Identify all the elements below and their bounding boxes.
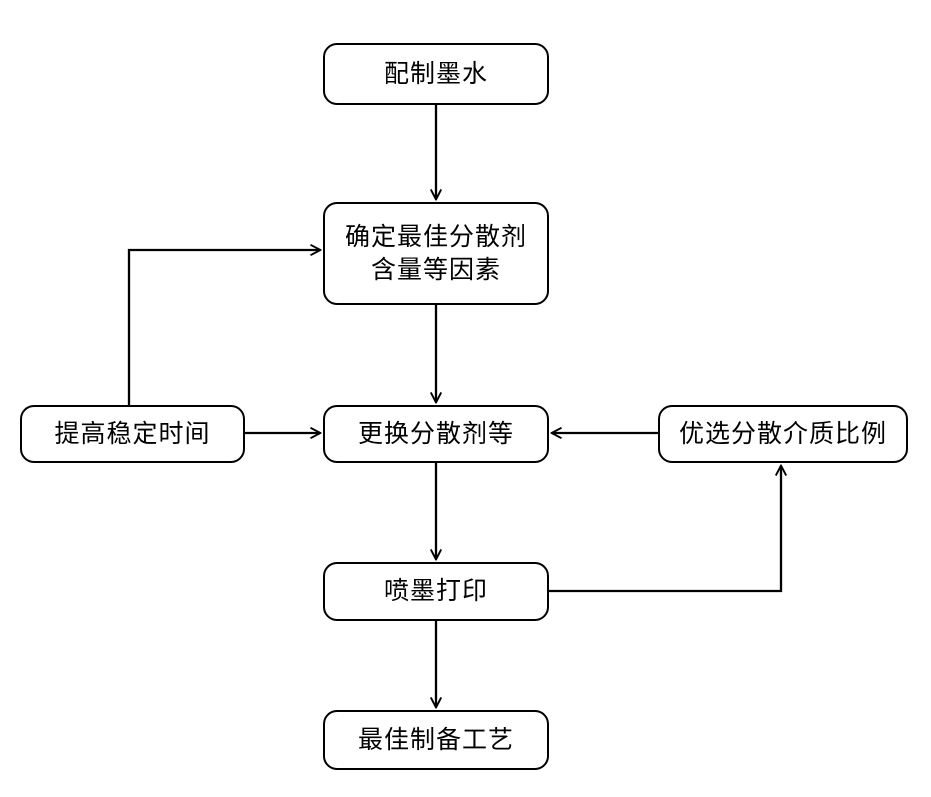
node-label-optimize-medium-ratio: 优选分散介质比例	[678, 420, 887, 448]
node-determine-dispersant[interactable]: 确定最佳分散剂 含量等因素	[323, 202, 549, 305]
node-label-determine-dispersant: 确定最佳分散剂 含量等因素	[344, 223, 527, 284]
node-increase-stability-time[interactable]: 提高稳定时间	[20, 405, 245, 463]
edge-feedback-stability-to-determine	[127, 250, 320, 405]
node-best-process[interactable]: 最佳制备工艺	[323, 710, 549, 770]
node-label-increase-stability-time: 提高稳定时间	[54, 420, 211, 448]
node-label-prepare-ink: 配制墨水	[383, 60, 488, 88]
node-label-inkjet-printing: 喷墨打印	[383, 578, 488, 605]
edge-feedback-printing-to-medium	[549, 466, 781, 593]
node-optimize-medium-ratio[interactable]: 优选分散介质比例	[658, 405, 908, 463]
node-label-best-process: 最佳制备工艺	[357, 726, 514, 754]
node-prepare-ink[interactable]: 配制墨水	[323, 43, 549, 105]
node-label-replace-dispersant: 更换分散剂等	[357, 420, 514, 448]
node-inkjet-printing[interactable]: 喷墨打印	[323, 562, 549, 621]
node-replace-dispersant[interactable]: 更换分散剂等	[323, 405, 549, 463]
